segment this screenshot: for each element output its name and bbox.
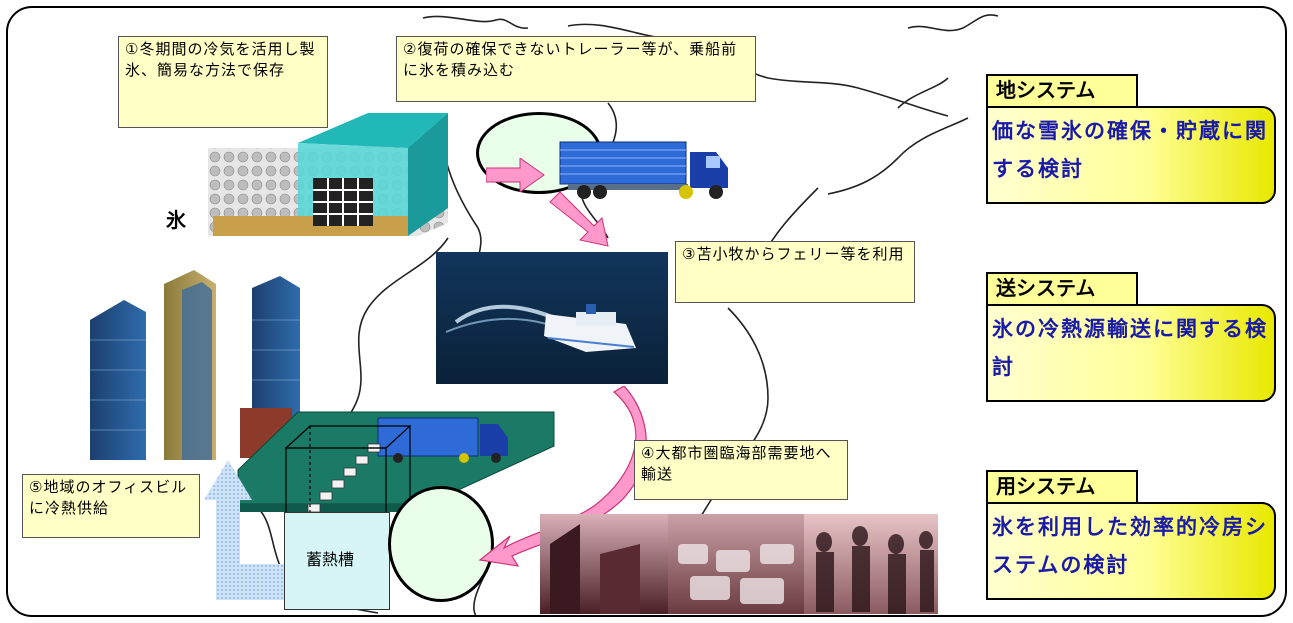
ice-label: 氷	[166, 208, 186, 232]
system-1-description: 価な雪氷の確保・貯蔵に関する検討	[986, 106, 1276, 204]
truck-illustration-top	[559, 141, 728, 199]
system-2-tab: 送システム	[986, 272, 1138, 306]
thermal-storage-tank	[284, 512, 390, 610]
note-step1: ①冬期間の冷気を活用し製氷、簡易な方法で保存	[118, 36, 328, 128]
note-step3: ③苫小牧からフェリー等を利用	[675, 241, 915, 303]
tank-label: 蓄熱槽	[306, 550, 355, 569]
ice-storage-illustration	[208, 113, 448, 236]
city-photo-strip	[540, 514, 938, 614]
note-step2: ②復荷の確保できないトレーラー等が、乗船前に氷を積み込む	[396, 36, 756, 102]
system-2-description: 氷の冷熱源輸送に関する検討	[986, 304, 1276, 402]
delivery-platform-illustration	[237, 411, 555, 527]
diagram-frame: 氷 ①冬期間の冷気を活用し製氷、簡易な方法で保存 ②復荷の確保できないトレーラー…	[6, 6, 1287, 617]
system-1-tab: 地システム	[986, 74, 1138, 108]
cold-supply-arrow	[204, 460, 284, 600]
arrow-to-ferry	[549, 191, 609, 247]
system-3-tab: 用システム	[986, 470, 1138, 504]
delivery-highlight-circle	[388, 486, 494, 602]
ferry-photo	[436, 252, 668, 384]
system-3-description: 氷を利用した効率的冷房システムの検討	[986, 502, 1276, 600]
arrow-to-truck	[486, 158, 545, 192]
note-step4: ④大都市圏臨海部需要地へ輸送	[634, 440, 848, 500]
office-buildings-illustration	[90, 270, 310, 460]
note-step5: ⑤地域のオフィスビルに冷熱供給	[22, 474, 200, 538]
